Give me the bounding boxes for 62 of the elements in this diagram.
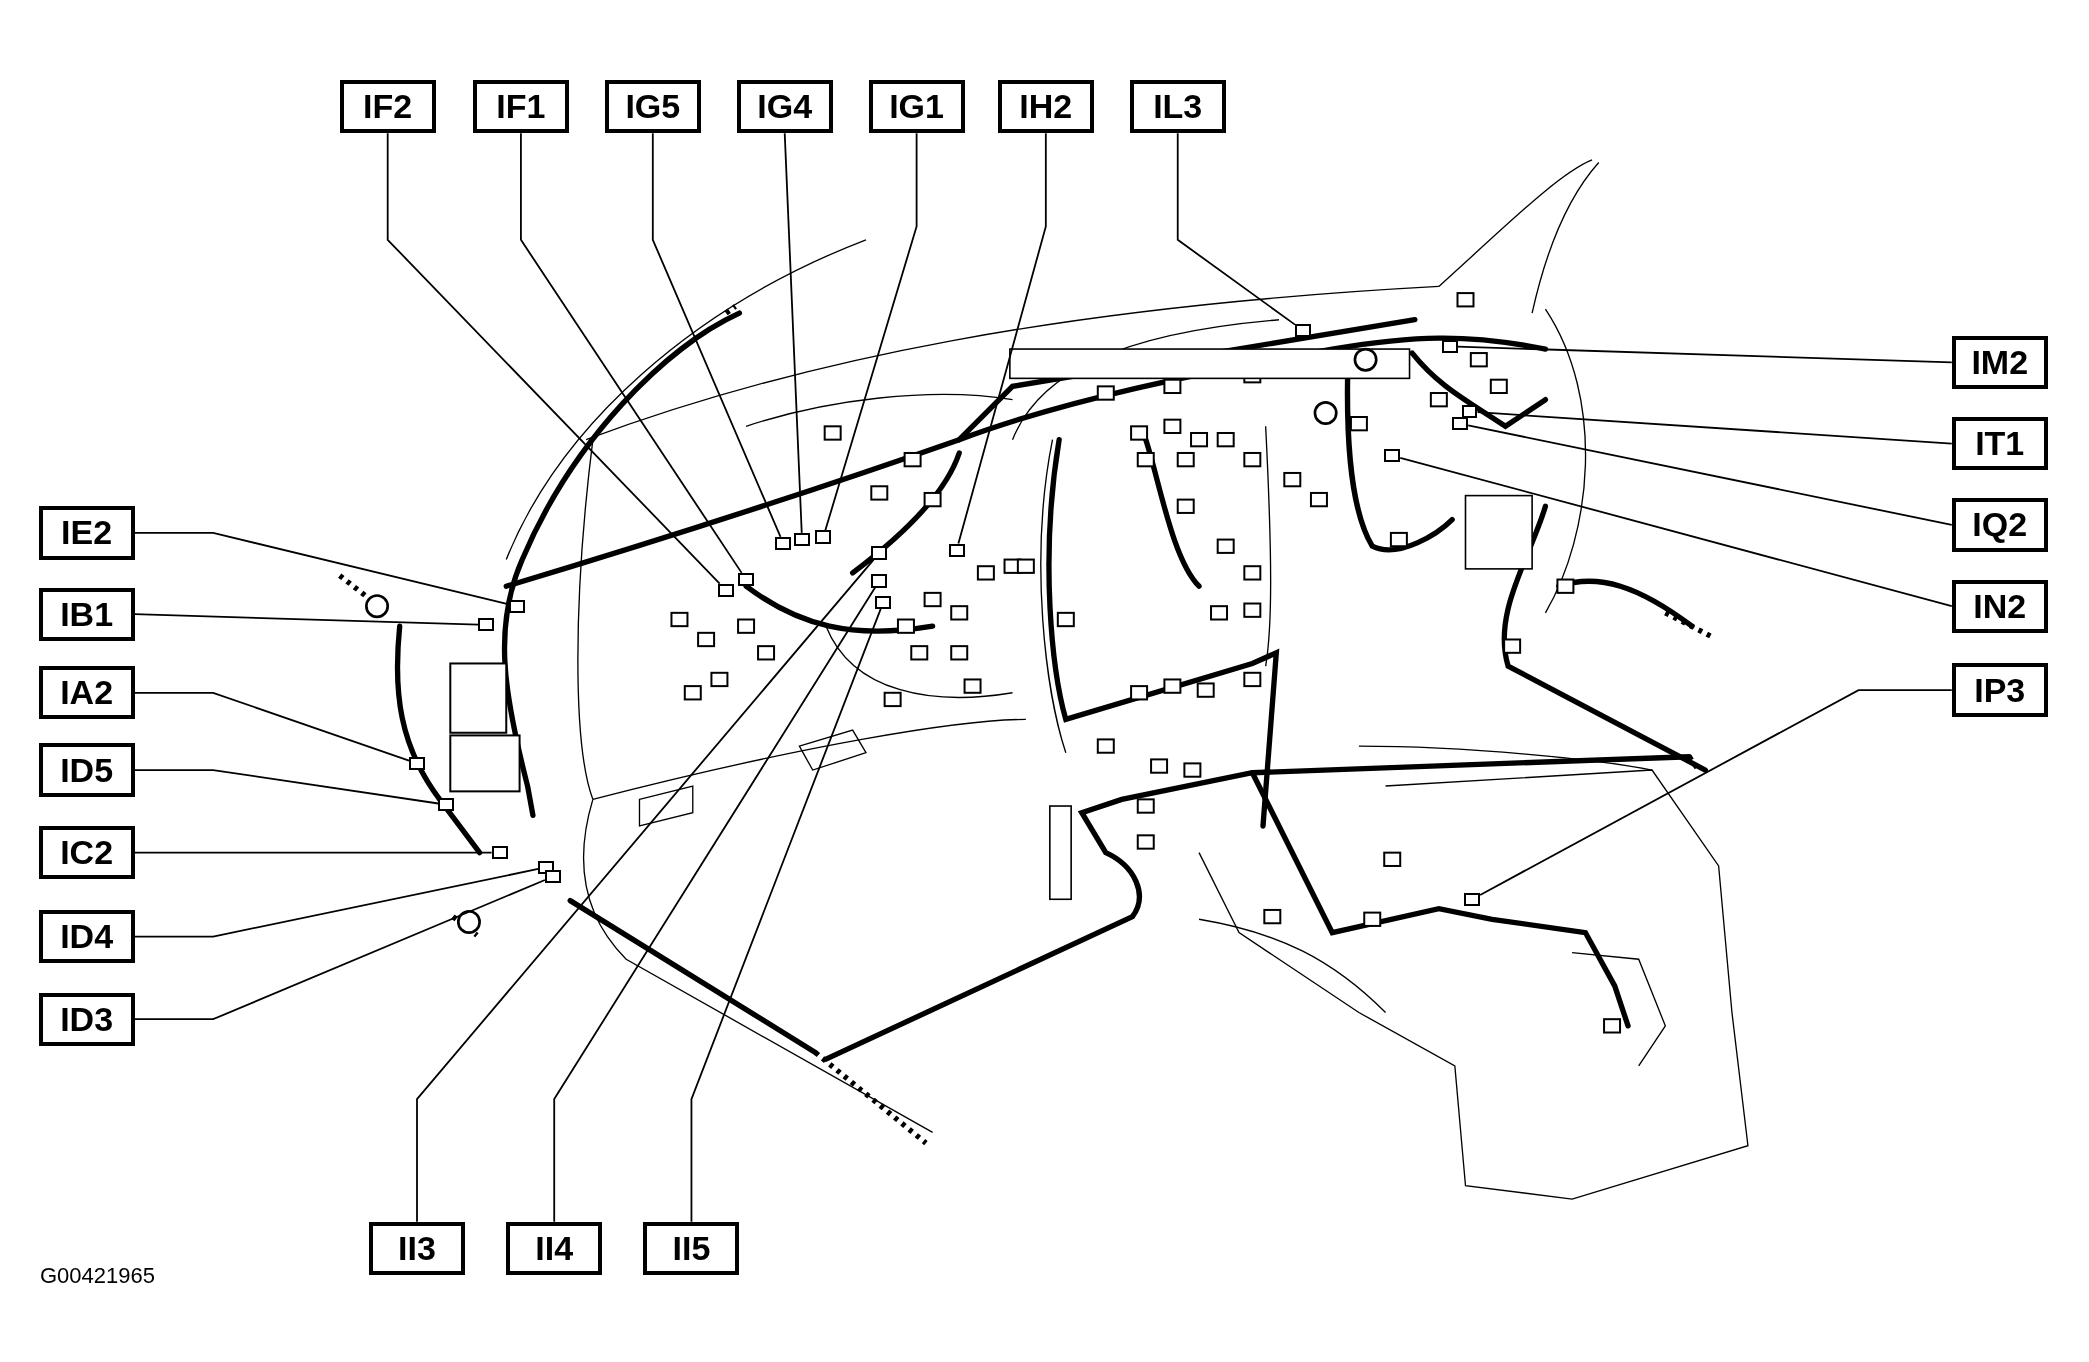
callout-label: IF2	[339, 79, 436, 134]
leader-line	[520, 132, 743, 574]
leader-line	[386, 132, 721, 585]
callout-label: IL3	[1129, 79, 1226, 134]
connector	[775, 536, 792, 551]
callout-label: II5	[643, 1221, 740, 1275]
leader-line	[651, 132, 782, 538]
leader-line	[1399, 456, 1953, 608]
leader-line	[1467, 424, 1953, 526]
leader-line	[783, 132, 803, 534]
leader-line	[553, 586, 876, 1223]
leader-line	[133, 691, 410, 762]
leader-line	[824, 132, 918, 532]
callout-label: IA2	[38, 666, 135, 720]
callout-label: IH2	[997, 79, 1094, 134]
callout-label: ID3	[38, 992, 135, 1046]
connector	[948, 543, 965, 557]
connector	[871, 546, 888, 560]
callout-label: IG1	[868, 79, 965, 134]
figure-code: G00421965	[39, 1263, 155, 1289]
leader-line	[957, 132, 1047, 545]
callout-label: IT1	[1951, 417, 2048, 471]
connector	[794, 532, 810, 547]
leader-line	[1176, 132, 1296, 326]
connector	[438, 798, 455, 812]
connector	[478, 618, 495, 632]
callout-label: IB1	[38, 587, 135, 641]
leader-line	[133, 613, 480, 626]
callout-label: IG4	[736, 79, 833, 134]
connector	[871, 574, 888, 588]
callout-label: IN2	[1951, 579, 2048, 633]
leader-line	[1456, 345, 1953, 364]
connector	[738, 572, 755, 587]
connector	[1461, 405, 1478, 419]
callout-label: IG5	[604, 79, 701, 134]
leader-line	[1476, 411, 1953, 445]
connector	[1452, 417, 1469, 431]
leader-line	[133, 769, 440, 805]
connector	[1294, 323, 1311, 338]
callout-label: II3	[369, 1221, 465, 1275]
connector	[875, 595, 892, 609]
callout-label: II4	[506, 1221, 603, 1275]
callout-label: IM2	[1951, 335, 2048, 389]
connector	[1384, 448, 1401, 463]
callout-label: IQ2	[1951, 498, 2048, 552]
leader-line	[1479, 689, 1953, 896]
callout-label: IP3	[1951, 663, 2048, 717]
connector	[1464, 892, 1481, 906]
leader-line	[133, 868, 540, 938]
leader-line	[416, 558, 875, 1223]
connector	[491, 846, 508, 860]
connector	[409, 756, 425, 771]
connector	[815, 530, 832, 544]
leader-line	[690, 607, 882, 1223]
leader-line	[133, 851, 493, 854]
callout-label: IE2	[38, 506, 135, 560]
callout-label: IC2	[38, 826, 135, 880]
callout-label: ID5	[38, 743, 135, 797]
leader-line	[133, 879, 546, 1021]
connector	[718, 583, 735, 597]
callout-label: IF1	[472, 79, 569, 134]
callout-label: ID4	[38, 909, 135, 964]
